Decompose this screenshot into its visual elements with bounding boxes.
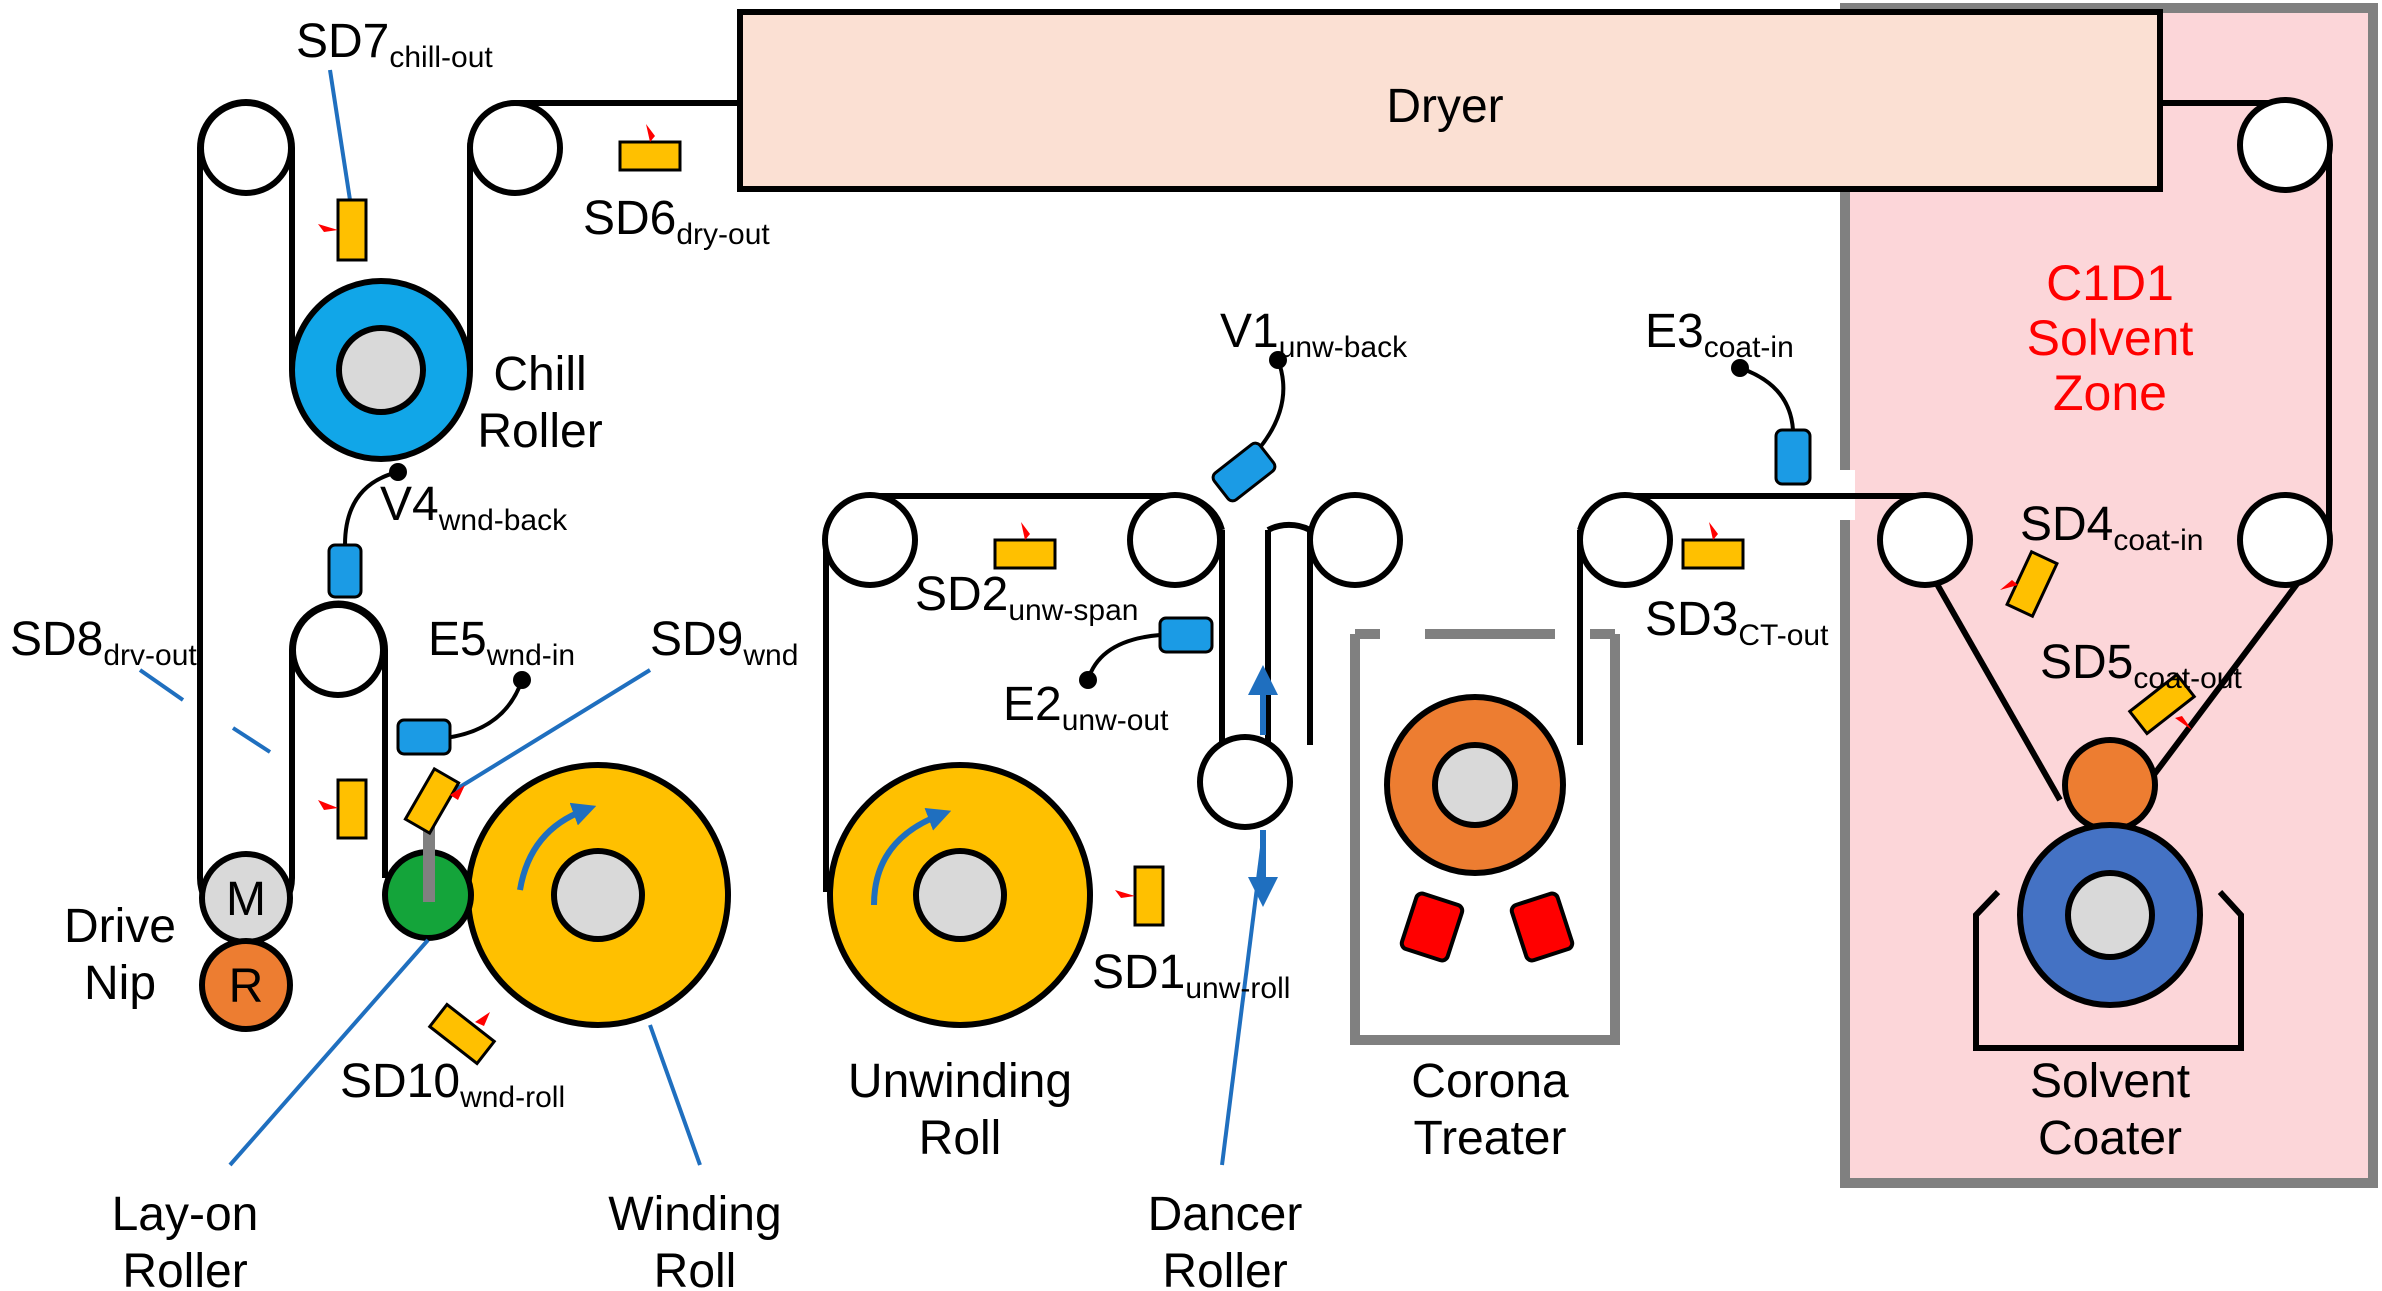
v4-sensor xyxy=(327,543,363,599)
solvent-coater-label-2: Coater xyxy=(2038,1112,2182,1165)
corona-treater-label-2: Treater xyxy=(1414,1112,1567,1165)
sd4-sensor xyxy=(2005,549,2059,619)
unwinding-roll-label-1: Unwinding xyxy=(848,1055,1072,1108)
yellow-sensors xyxy=(318,124,2197,1066)
unwinding-roll-label-2: Roll xyxy=(919,1112,1002,1165)
sd8-sensor xyxy=(336,778,368,840)
v4-label: V4wnd-back xyxy=(380,478,568,537)
corona-treater-label-1: Corona xyxy=(1411,1055,1569,1108)
lay-on-roller-label-1: Lay-on xyxy=(112,1188,259,1241)
sd7-label: SD7chill-out xyxy=(296,15,493,74)
drive-nip xyxy=(199,851,293,1032)
corona-treater xyxy=(1384,694,1575,963)
sd1-label: SD1unw-roll xyxy=(1092,946,1290,1005)
lay-on-roller xyxy=(382,820,474,941)
chill-roller-label-2: Roller xyxy=(477,405,602,458)
dryer xyxy=(737,9,2163,192)
sd4-label: SD4coat-in xyxy=(2020,498,2203,557)
sd3-sensor xyxy=(1681,538,1745,570)
solvent-coater-label-1: Solvent xyxy=(2030,1055,2190,1108)
solvent-zone-label-2: Solvent xyxy=(2027,310,2194,366)
e3-sensor xyxy=(1774,428,1812,486)
solvent-zone-label-1: C1D1 xyxy=(2046,255,2174,311)
roller-label: R xyxy=(229,960,264,1013)
winding-roll xyxy=(465,762,731,1028)
sd10-label: SD10wnd-roll xyxy=(340,1055,565,1114)
v1-sensor xyxy=(1211,441,1277,503)
sd7-sensor xyxy=(336,198,368,262)
sd5-label: SD5coat-out xyxy=(2040,636,2242,695)
sd8-label: SD8drv-out xyxy=(10,613,197,672)
dancer-roller xyxy=(1197,665,1293,907)
sd2-sensor xyxy=(993,538,1057,570)
blue-sensors xyxy=(327,351,1812,756)
drive-nip-label-1: Drive xyxy=(64,900,176,953)
sd1-sensor xyxy=(1133,865,1165,927)
winding-roll-label-2: Roll xyxy=(654,1245,737,1291)
e2-sensor xyxy=(1158,616,1214,654)
corona-enclosure xyxy=(1350,629,1620,1045)
dancer-roller-label-2: Roller xyxy=(1162,1245,1287,1291)
e2-label: E2unw-out xyxy=(1003,678,1169,737)
dryer-label: Dryer xyxy=(1386,80,1503,133)
e5-sensor xyxy=(396,718,452,756)
sd6-sensor xyxy=(618,140,682,172)
solvent-coater xyxy=(2017,737,2203,1008)
sd3-label: SD3CT-out xyxy=(1645,593,1829,652)
coater-tray xyxy=(1973,889,2244,1051)
sd2-label: SD2unw-span xyxy=(915,568,1138,627)
e5-label: E5wnd-in xyxy=(428,613,575,672)
dancer-roller-label-1: Dancer xyxy=(1148,1188,1303,1241)
v1-label: V1unw-back xyxy=(1220,305,1408,364)
motor-label: M xyxy=(226,873,266,926)
chill-roller xyxy=(289,278,473,462)
sd9-label: SD9wnd xyxy=(650,613,798,672)
drive-nip-label-2: Nip xyxy=(84,957,156,1010)
sd5-sensor xyxy=(2127,672,2197,736)
solvent-zone-label-3: Zone xyxy=(2053,365,2167,421)
sd9-sensor xyxy=(403,766,461,836)
idler-rollers xyxy=(198,97,2333,698)
e3-label: E3coat-in xyxy=(1645,305,1794,364)
winding-roll-label-1: Winding xyxy=(608,1188,781,1241)
lay-on-roller-label-2: Roller xyxy=(122,1245,247,1291)
sd6-label: SD6dry-out xyxy=(583,192,770,251)
chill-roller-label-1: Chill xyxy=(493,348,586,401)
sd10-sensor xyxy=(427,1002,497,1066)
unwinding-roll xyxy=(827,762,1093,1028)
leader-lines xyxy=(138,69,1265,1167)
web-path xyxy=(197,100,2332,892)
